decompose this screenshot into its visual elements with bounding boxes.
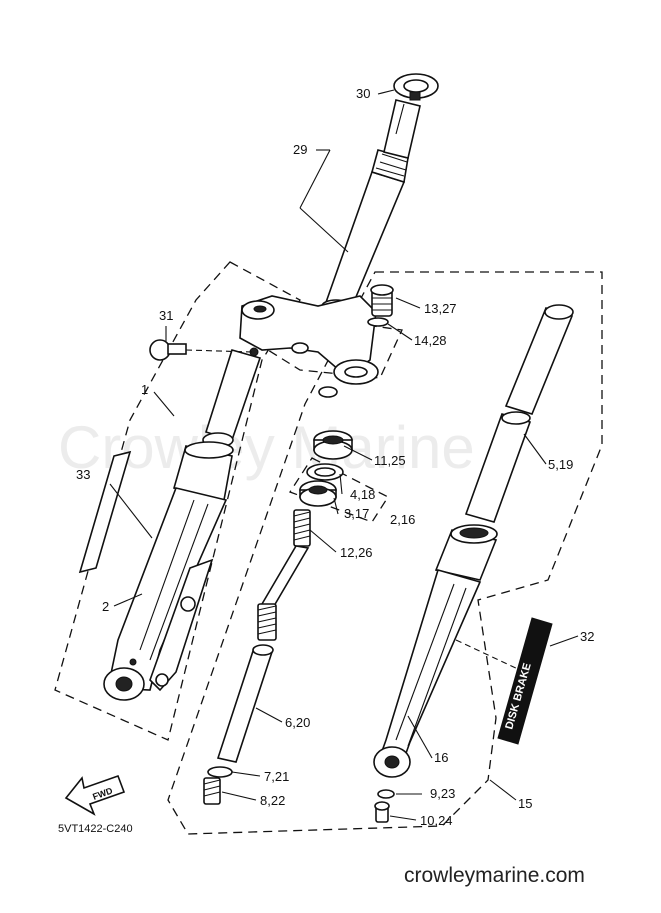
bolt-31[interactable] [149,339,253,361]
stem-nut-washer[interactable] [393,73,439,101]
seal-4-18[interactable] [306,463,344,481]
bearing-group-outline [289,457,389,523]
callout-13-27: 13,27 [424,301,457,316]
fork-spring-upper[interactable] [293,509,311,547]
callout-2: 2 [102,599,109,614]
o-ring[interactable] [367,317,389,327]
leader-lines [109,89,579,821]
callout-4-18: 4,18 [350,487,375,502]
website-label[interactable]: crowleymarine.com [404,864,585,887]
drain-bolt[interactable] [374,801,390,823]
bearing-3-17[interactable] [299,480,337,507]
callout-5-19: 5,19 [548,457,573,472]
under-bracket[interactable] [239,295,379,398]
callout-9-23: 9,23 [430,786,455,801]
callout-1: 1 [141,382,148,397]
callout-labels: 30 29 31 1 33 2 13,27 14,28 11,25 4,18 3… [76,86,594,828]
diagram-code: 5VT1422-C240 [58,823,133,835]
watermark: Crowley Marine [58,414,475,481]
disk-brake-decal[interactable]: DISK BRAKE [497,617,553,745]
spring-8-22[interactable] [203,777,221,805]
washer-9-23[interactable] [377,789,395,799]
steering-stem[interactable] [321,99,421,317]
spring-guide [260,545,310,607]
left-outer-tube[interactable] [103,441,234,701]
callout-30: 30 [356,86,370,101]
callout-14-28: 14,28 [414,333,447,348]
callout-7-21: 7,21 [264,769,289,784]
decal-33[interactable] [78,450,132,574]
callout-6-20: 6,20 [285,715,310,730]
callout-10-24: 10,24 [420,813,453,828]
callout-33: 33 [76,467,90,482]
washer-7-21[interactable] [207,766,233,778]
right-outer-tube[interactable] [373,524,498,778]
cap-bolt[interactable] [370,284,394,317]
callout-15: 15 [518,796,532,811]
callout-31: 31 [159,308,173,323]
right-fork-group-outline [167,271,603,835]
damper-rod[interactable] [216,644,274,763]
fork-spring-lower[interactable] [257,603,277,641]
upper-bracket-outline [250,317,403,379]
right-inner-tube[interactable] [464,304,574,523]
callout-2-16: 2,16 [390,512,415,527]
callout-29: 29 [293,142,307,157]
callout-3-17: 3,17 [344,506,369,521]
bearing-race[interactable] [313,430,353,460]
callout-12-26: 12,26 [340,545,373,560]
callout-11-25: 11,25 [374,453,406,468]
callout-32: 32 [580,629,594,644]
callout-16: 16 [434,750,448,765]
fwd-arrow-icon: FWD [64,774,126,816]
callout-8-22: 8,22 [260,793,285,808]
